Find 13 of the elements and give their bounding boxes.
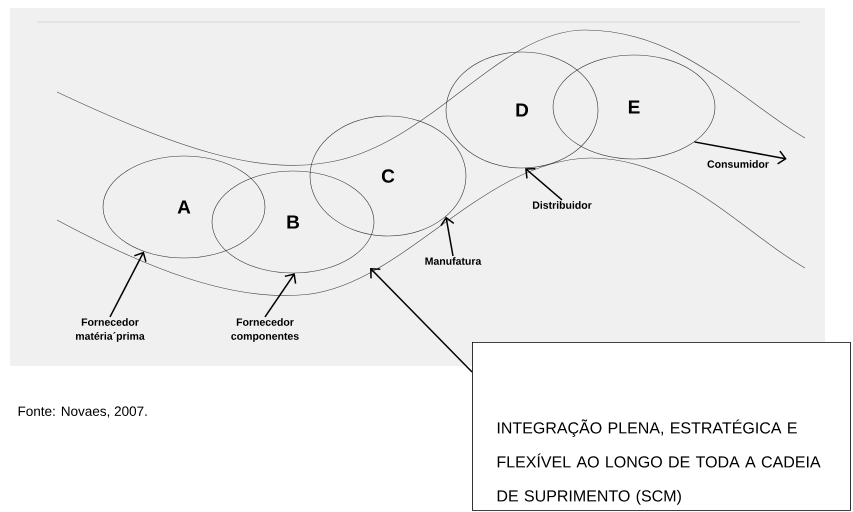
arrow <box>264 273 296 318</box>
stage-label: Fornecedor componentes <box>231 318 299 342</box>
arrow <box>440 216 454 256</box>
arrow <box>525 168 562 201</box>
arrow <box>370 268 473 373</box>
arrow <box>109 252 147 318</box>
stage-label: Manufatura <box>425 257 482 265</box>
source-note: Fonte: Novaes, 2007. <box>18 406 147 418</box>
stage-label: Distribuidor <box>532 201 592 209</box>
stage-label: Consumidor <box>708 160 769 168</box>
arrow <box>694 141 787 164</box>
text-box: INTEGRAÇÃO PLENA, ESTRATÉGICA E FLEXÍVEL AO LONGO DE TODA A CADEIA DE SUPRIMENTO (SCM) <box>472 342 851 511</box>
stage-label: Fornecedor matéria´prima <box>76 318 145 342</box>
